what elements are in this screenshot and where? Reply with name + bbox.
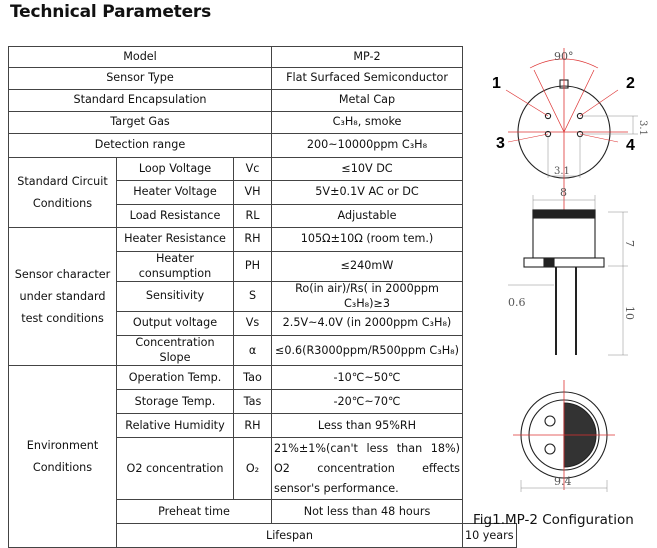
dim-label-10: 10 — [623, 306, 636, 320]
sensor-type-label: Sensor Type — [8, 67, 272, 90]
leader-pin-3 — [507, 133, 549, 143]
detection-range-value: 200~10000ppm C₃H₈ — [271, 133, 463, 158]
concentration-slope-symbol: α — [233, 335, 272, 367]
pin-label-4: 4 — [626, 137, 635, 154]
output-voltage-label: Output voltage — [116, 311, 234, 337]
cap-flange — [523, 257, 605, 268]
model-label: Model — [8, 46, 272, 68]
side-view — [508, 195, 628, 356]
preheat-time-label: Preheat time — [116, 499, 272, 525]
storage-temp-label: Storage Temp. — [116, 389, 234, 415]
lifespan-label: Lifespan — [116, 523, 463, 548]
leader-pin-4 — [579, 133, 619, 143]
group-environment-conditions: Environment Conditions — [8, 365, 117, 548]
o2-concentration-label: O2 concentration — [116, 437, 234, 501]
sensitivity-symbol: S — [233, 281, 272, 313]
angle-arc — [529, 58, 599, 69]
table-row: Standard Encapsulation Metal Cap — [8, 89, 517, 112]
heater-voltage-symbol: VH — [233, 180, 272, 205]
preheat-time-value: Not less than 48 hours — [271, 499, 463, 525]
model-value: MP-2 — [271, 46, 463, 68]
top-view — [505, 48, 638, 218]
table-row: Sensor Type Flat Surfaced Semiconductor — [8, 67, 517, 90]
table-row: Sensitivity S Ro(in air)/Rs( in 2000ppm … — [9, 281, 517, 313]
figure-caption: Fig1.MP-2 Configuration — [473, 512, 634, 528]
table-row: Output voltage Vs 2.5V~4.0V (in 2000ppm … — [9, 311, 517, 337]
leader-pin-2 — [579, 89, 619, 117]
table-row: Environment Conditions Operation Temp. T… — [8, 365, 517, 548]
table-row: Target Gas C₃H₈, smoke — [8, 111, 517, 134]
table-row: Load Resistance RL Adjustable — [9, 204, 517, 228]
dim-label-9-4: 9.4 — [554, 475, 572, 488]
page-title: Technical Parameters — [10, 2, 212, 22]
target-gas-value: C₃H₈, smoke — [271, 111, 463, 134]
heater-consumption-label: Heater consumption — [116, 250, 234, 283]
table-row: Relative Humidity RH Less than 95%RH — [9, 413, 517, 439]
humidity-value: Less than 95%RH — [271, 413, 463, 439]
dim-label-31-horizontal: 3.1 — [554, 166, 570, 177]
humidity-label: Relative Humidity — [116, 413, 234, 439]
table-row: Standard Circuit Conditions Loop Voltage… — [8, 157, 517, 228]
group-sensor-character: Sensor character under standard test con… — [8, 226, 117, 367]
bottom-view — [513, 380, 615, 492]
load-resistance-value: Adjustable — [271, 204, 463, 228]
sensor-type-value: Flat Surfaced Semiconductor — [271, 67, 463, 90]
spec-table: Model MP-2 Sensor Type Flat Surfaced Sem… — [8, 46, 517, 548]
loop-voltage-label: Loop Voltage — [116, 157, 234, 181]
operation-temp-value: -10℃~50℃ — [271, 365, 463, 391]
table-row: Detection range 200~10000ppm C₃H₈ — [8, 133, 517, 158]
humidity-symbol: RH — [233, 413, 272, 439]
load-resistance-symbol: RL — [233, 204, 272, 228]
concentration-slope-value: ≤0.6(R3000ppm/R500ppm C₃H₈) — [271, 335, 463, 367]
sensitivity-value: Ro(in air)/Rs( in 2000ppm C₃H₈)≥3 — [271, 281, 463, 313]
output-voltage-value: 2.5V~4.0V (in 2000ppm C₃H₈) — [271, 311, 463, 337]
operation-temp-symbol: Tao — [233, 365, 272, 391]
target-gas-label: Target Gas — [8, 111, 272, 134]
table-row: Model MP-2 — [8, 46, 517, 68]
leader-pin-1 — [505, 89, 549, 117]
o2-concentration-value: 21%±1%(can't less than 18%) O2 concentra… — [271, 437, 463, 501]
angle-line-right — [563, 69, 595, 133]
heater-resistance-label: Heater Resistance — [116, 227, 234, 252]
cap-top — [532, 209, 596, 219]
sensor-configuration-figure: 1 2 3 4 90° 3.1 3.1 8 7 0.6 10 9.4 — [492, 48, 648, 492]
heater-resistance-value: 105Ω±10Ω (room tem.) — [271, 227, 463, 252]
dim-label-0-6: 0.6 — [508, 296, 526, 309]
encapsulation-value: Metal Cap — [271, 89, 463, 112]
pin-hole-2 — [544, 112, 552, 120]
concentration-slope-label: Concentration Slope — [116, 335, 234, 367]
heater-resistance-symbol: RH — [233, 227, 272, 252]
dim-label-7: 7 — [623, 240, 636, 247]
pin-label-3: 3 — [496, 135, 505, 152]
loop-voltage-symbol: Vc — [233, 157, 272, 181]
heater-consumption-value: ≤240mW — [271, 250, 463, 283]
bottom-pin — [544, 415, 556, 427]
dim-label-8: 8 — [560, 186, 567, 199]
heater-voltage-value: 5V±0.1V AC or DC — [271, 180, 463, 205]
dim-label-31-vertical: 3.1 — [637, 120, 648, 136]
bottom-pin — [544, 443, 556, 455]
pin-label-2: 2 — [626, 75, 635, 92]
angle-label: 90° — [554, 50, 574, 63]
angle-line-left — [533, 69, 565, 133]
storage-temp-value: -20℃~70℃ — [271, 389, 463, 415]
table-row: Sensor character under standard test con… — [8, 226, 517, 367]
output-voltage-symbol: Vs — [233, 311, 272, 337]
encapsulation-label: Standard Encapsulation — [8, 89, 272, 112]
cap-notch — [543, 258, 555, 267]
pin-label-1: 1 — [492, 75, 501, 92]
o2-concentration-symbol: O₂ — [233, 437, 272, 501]
group-circuit-conditions: Standard Circuit Conditions — [8, 157, 117, 228]
load-resistance-label: Load Resistance — [116, 204, 234, 228]
sensitivity-label: Sensitivity — [116, 281, 234, 313]
heater-consumption-symbol: PH — [233, 250, 272, 283]
table-row: Concentration Slope α ≤0.6(R3000ppm/R500… — [9, 335, 517, 367]
table-row: O2 concentration O₂ 21%±1%(can't less th… — [9, 437, 517, 501]
detection-range-label: Detection range — [8, 133, 272, 158]
table-row: Heater Voltage VH 5V±0.1V AC or DC — [9, 180, 517, 205]
loop-voltage-value: ≤10V DC — [271, 157, 463, 181]
operation-temp-label: Operation Temp. — [116, 365, 234, 391]
heater-voltage-label: Heater Voltage — [116, 180, 234, 205]
storage-temp-symbol: Tas — [233, 389, 272, 415]
